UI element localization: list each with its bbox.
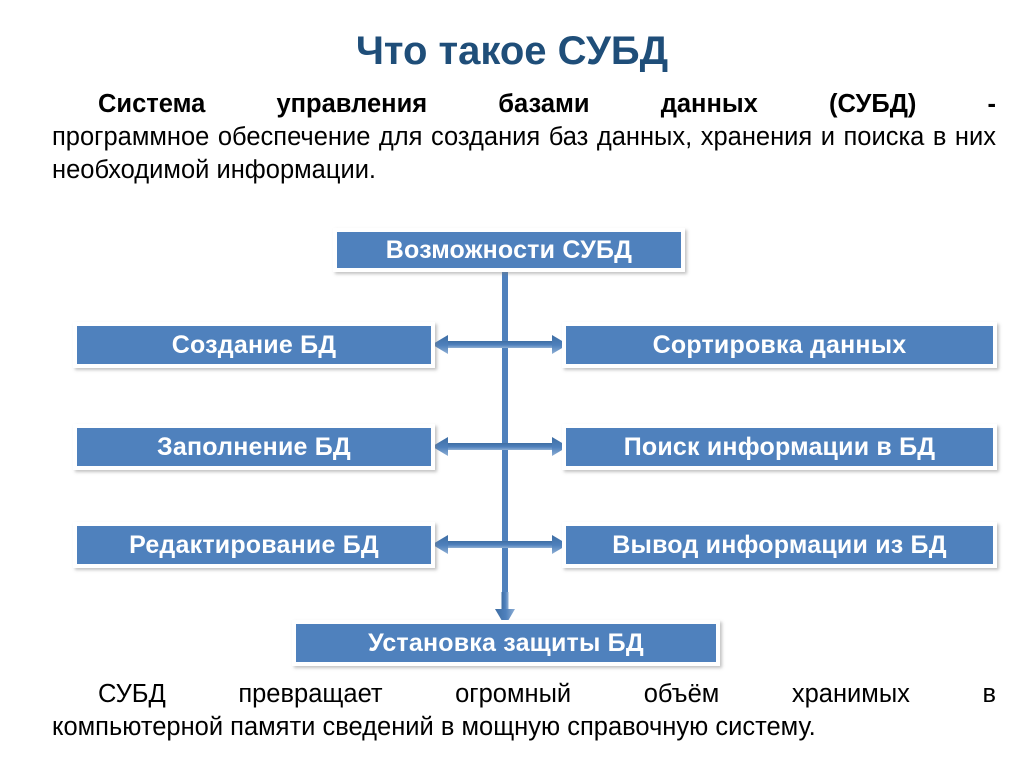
page-title: Что такое СУБД (355, 29, 669, 73)
diagram-node-label: Возможности СУБД (385, 235, 633, 264)
diagram-node-label: Вывод информации из БД (612, 530, 947, 559)
diagram-node-search-info[interactable]: Поиск информации в БД (562, 424, 997, 470)
row-3-double-arrow-icon (432, 535, 568, 554)
intro-paragraph-body: программное обеспечение для создания баз… (52, 123, 996, 184)
diagram-node-label: Установка защиты БД (368, 628, 644, 657)
diagram-node-output-info[interactable]: Вывод информации из БД (562, 522, 997, 568)
diagram-node-fill-db[interactable]: Заполнение БД (73, 424, 435, 470)
diagram-node-edit-db[interactable]: Редактирование БД (73, 522, 435, 568)
diagram-node-protect-db[interactable]: Установка защиты БД (292, 620, 720, 666)
closing-paragraph-body: компьютерной памяти сведений в мощную сп… (52, 713, 816, 741)
diagram-node-capabilities[interactable]: Возможности СУБД (333, 228, 685, 272)
closing-paragraph: СУБД превращает огромный объём хранимых … (52, 678, 996, 744)
intro-paragraph: Система управления базами данных (СУБД) … (52, 88, 996, 187)
diagram-node-create-db[interactable]: Создание БД (73, 322, 435, 368)
diagram-node-label: Поиск информации в БД (623, 432, 936, 461)
row-2-double-arrow-icon (432, 437, 568, 456)
diagram-node-sort-data[interactable]: Сортировка данных (562, 322, 997, 368)
closing-paragraph-line-1: СУБД превращает огромный объём хранимых … (98, 680, 996, 708)
intro-paragraph-bold-line: Система управления базами данных (СУБД) … (98, 90, 996, 118)
diagram-node-label: Создание БД (171, 330, 337, 359)
row-1-double-arrow-icon (432, 335, 568, 354)
diagram-node-label: Заполнение БД (157, 432, 351, 461)
diagram-node-label: Сортировка данных (652, 330, 907, 359)
trunk-arrowhead-down-icon (495, 592, 515, 626)
diagram-node-label: Редактирование БД (129, 530, 379, 559)
